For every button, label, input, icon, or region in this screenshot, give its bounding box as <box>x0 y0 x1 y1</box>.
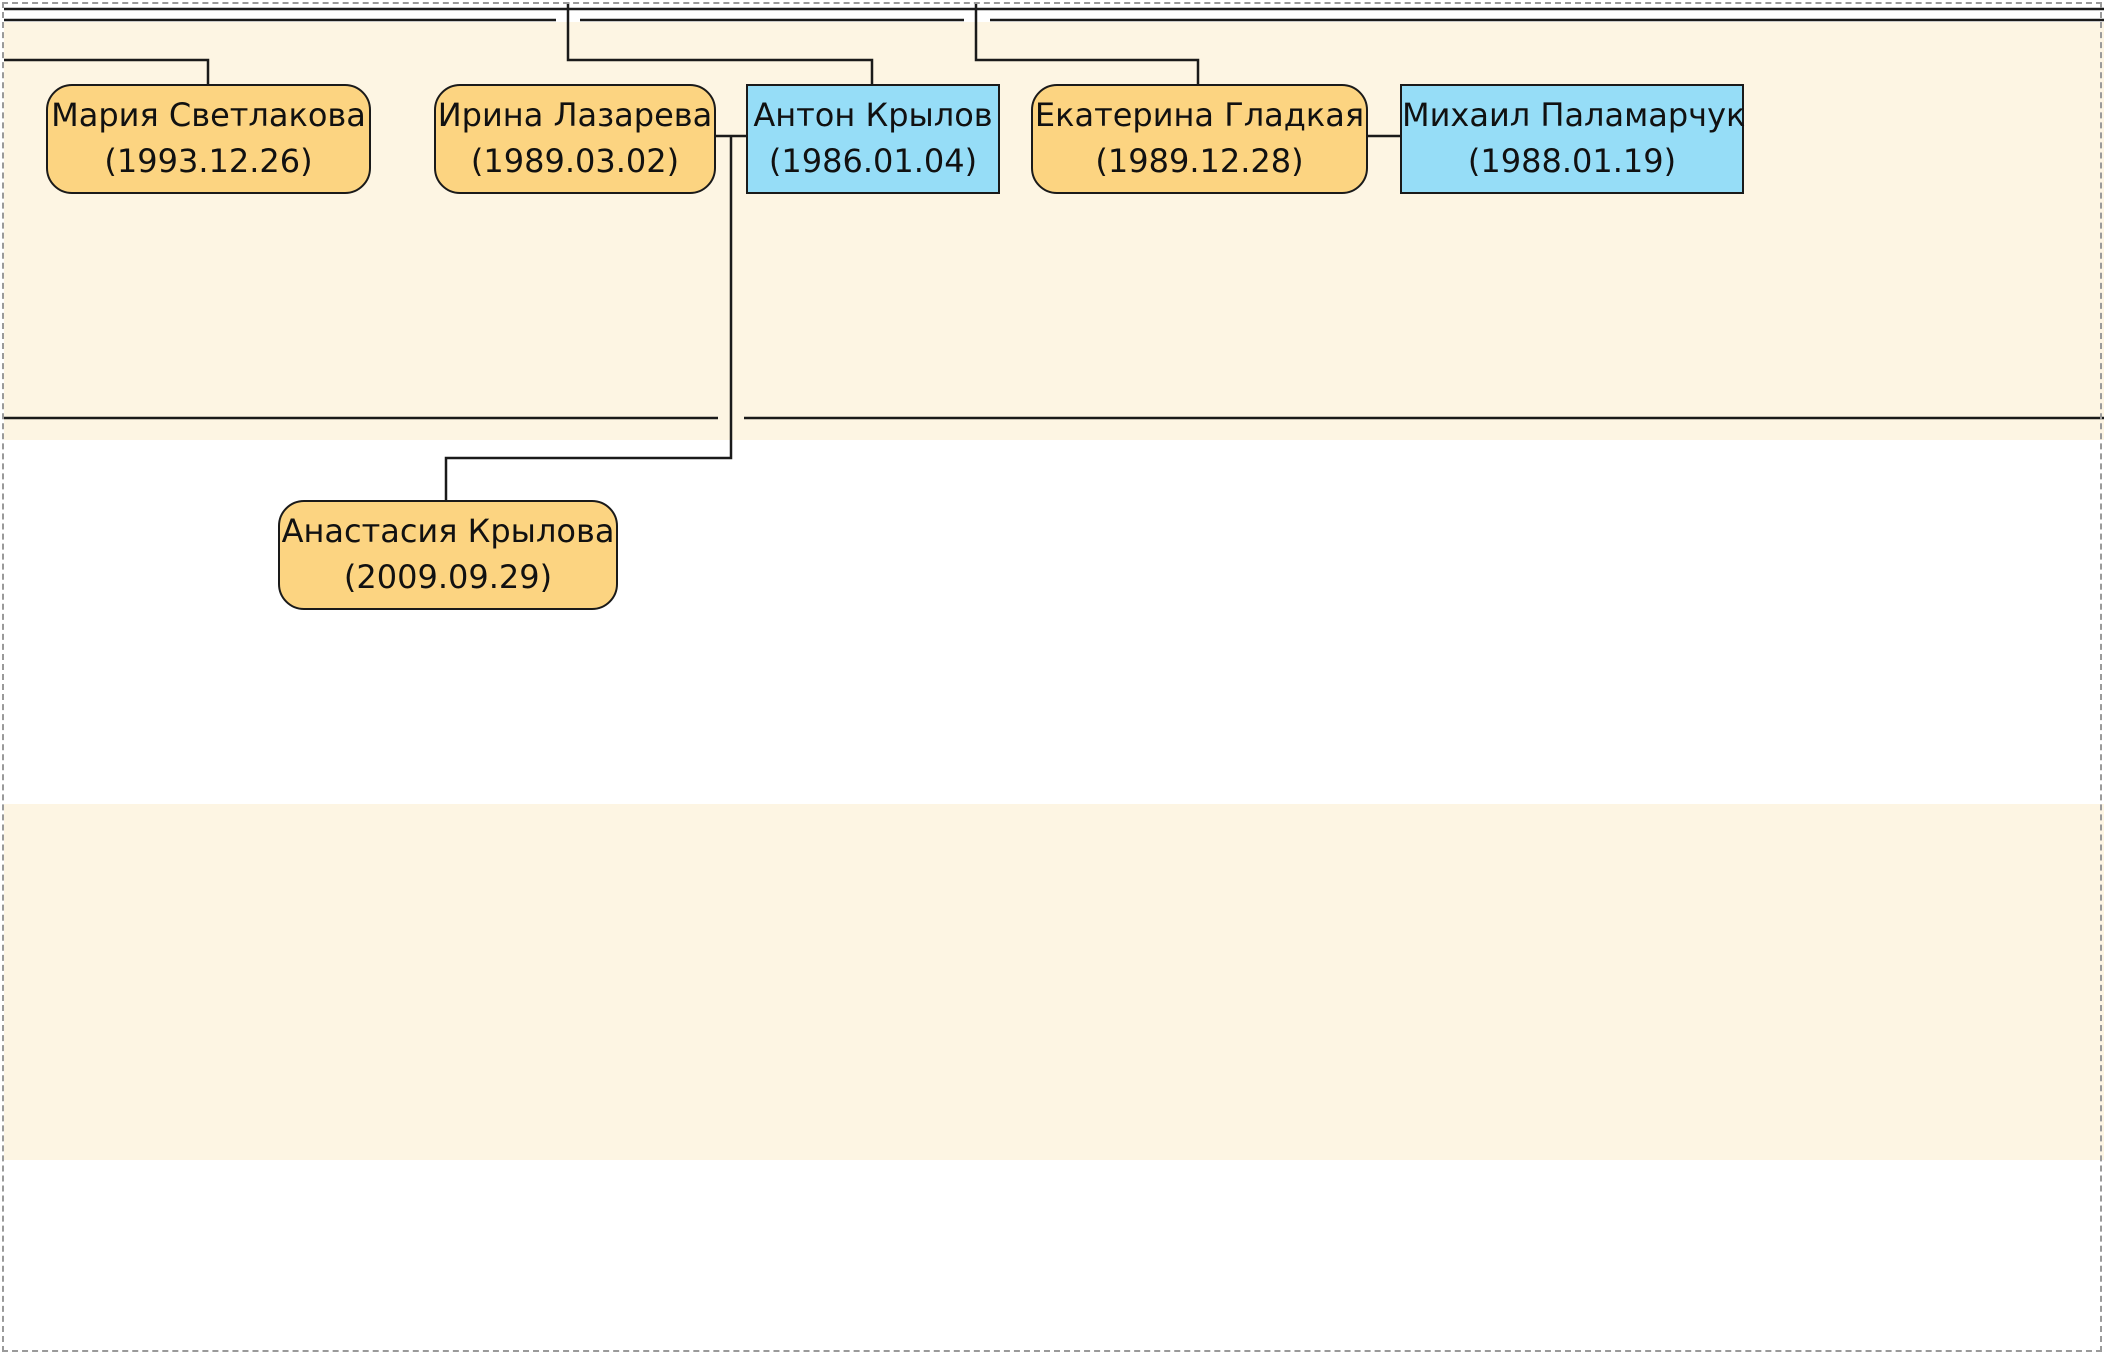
person-node-maria[interactable]: Мария Светлакова (1993.12.26) <box>46 84 371 194</box>
person-name: Михаил Паламарчук <box>1402 96 1746 134</box>
person-birthdate: (1988.01.19) <box>1467 142 1677 180</box>
person-name: Анастасия Крылова <box>281 512 615 550</box>
person-birthdate: (2009.09.29) <box>343 558 553 596</box>
person-birthdate: (1989.12.28) <box>1095 142 1304 180</box>
drop-ekaterina <box>974 2 1200 84</box>
person-birthdate: (1986.01.04) <box>768 142 978 180</box>
person-node-anastasia[interactable]: Анастасия Крылова (2009.09.29) <box>278 500 618 610</box>
person-node-irina[interactable]: Ирина Лазарева (1989.03.02) <box>434 84 716 194</box>
person-node-ekaterina[interactable]: Екатерина Гладкая (1989.12.28) <box>1031 84 1368 194</box>
generation-band-3 <box>4 804 2104 1160</box>
person-name: Антон Крылов <box>753 96 993 134</box>
descent-anastasia <box>444 136 733 500</box>
person-birthdate: (1993.12.26) <box>104 142 313 180</box>
person-node-mikhail[interactable]: Михаил Паламарчук (1988.01.19) <box>1400 84 1746 194</box>
person-name: Ирина Лазарева <box>437 96 713 134</box>
person-name: Мария Светлакова <box>51 96 366 134</box>
person-node-anton[interactable]: Антон Крылов (1986.01.04) <box>746 84 1000 194</box>
person-birthdate: (1989.03.02) <box>470 142 680 180</box>
person-name: Екатерина Гладкая <box>1034 96 1365 134</box>
drop-maria <box>4 58 210 84</box>
drop-irina-anton <box>566 2 874 84</box>
